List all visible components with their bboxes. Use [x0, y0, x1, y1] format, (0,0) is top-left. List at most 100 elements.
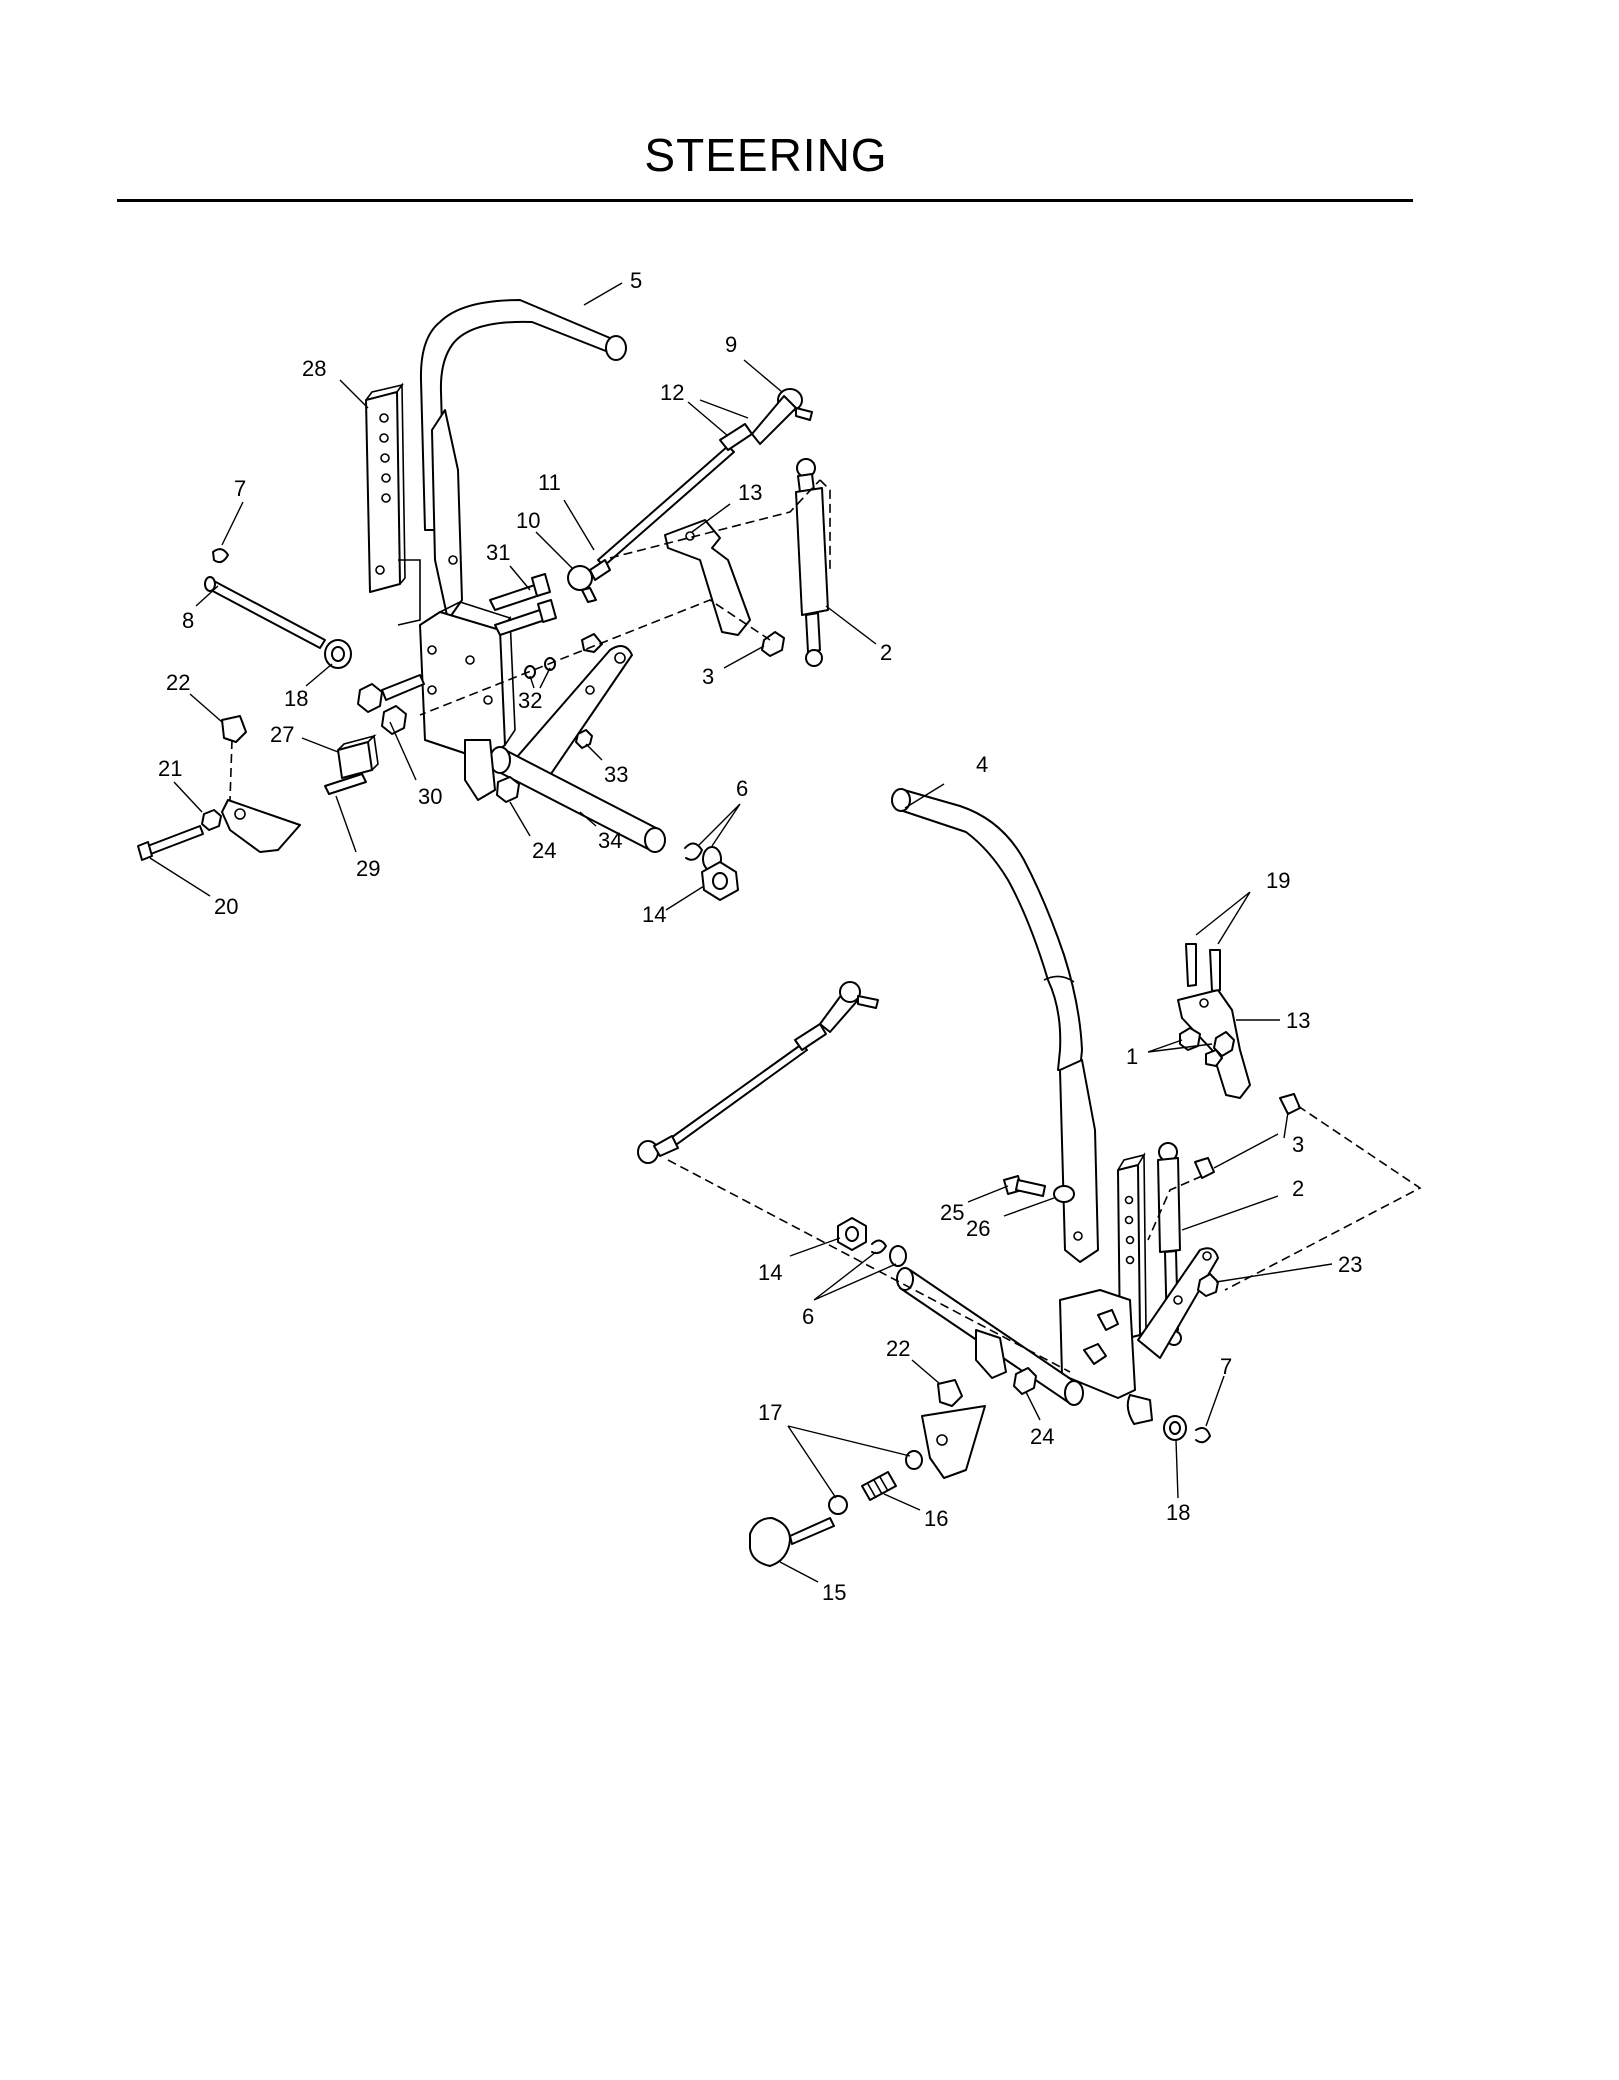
svg-text:2: 2 — [1292, 1176, 1304, 1201]
svg-text:28: 28 — [302, 356, 326, 381]
svg-text:6: 6 — [736, 776, 748, 801]
callout-14b: 14 — [758, 1237, 841, 1285]
callout-19: 19 — [1195, 868, 1290, 945]
bolts-19-lower — [1185, 943, 1197, 987]
svg-text:24: 24 — [1030, 1424, 1054, 1449]
callout-34: 34 — [579, 811, 622, 853]
svg-text:33: 33 — [604, 762, 628, 787]
svg-text:15: 15 — [822, 1580, 846, 1605]
callout-32: 32 — [518, 667, 551, 713]
callout-11: 11 — [538, 470, 595, 551]
washer-6b-lower — [889, 1245, 907, 1267]
svg-text:32: 32 — [518, 688, 542, 713]
washer-17a-lower — [905, 1450, 923, 1470]
svg-text:25: 25 — [940, 1200, 964, 1225]
rod-end-lower — [637, 1140, 659, 1164]
callout-1: 1 — [1126, 1039, 1213, 1069]
svg-text:14: 14 — [642, 902, 666, 927]
callout-6: 6 — [697, 776, 748, 847]
callout-25: 25 — [940, 1185, 1009, 1225]
svg-text:34: 34 — [598, 828, 622, 853]
svg-text:3: 3 — [702, 664, 714, 689]
svg-text:14: 14 — [758, 1260, 782, 1285]
svg-text:6: 6 — [802, 1304, 814, 1329]
callout-12: 12 — [660, 380, 749, 437]
bolts-upper — [489, 573, 557, 636]
callout-13: 13 — [691, 480, 762, 533]
rod-end-10-upper — [567, 565, 593, 591]
callout-4: 4 — [904, 752, 988, 809]
callout-30: 30 — [389, 721, 442, 809]
bracket-13-upper — [664, 519, 751, 636]
callout-3b: 3 — [1213, 1111, 1304, 1169]
callout-7b: 7 — [1205, 1354, 1232, 1427]
plate-29-upper — [324, 773, 367, 795]
switch-27-upper — [337, 741, 373, 779]
steering-handle-lower — [894, 789, 1083, 1071]
bolt-20-upper — [144, 825, 204, 856]
callout-16: 16 — [883, 1493, 948, 1531]
callout-26: 26 — [966, 1197, 1055, 1241]
page-title: STEERING — [644, 129, 888, 181]
nut-23-lower — [1197, 1273, 1219, 1297]
callout-20: 20 — [149, 857, 238, 919]
callout-3: 3 — [702, 645, 765, 689]
pivot-arm-upper — [509, 645, 633, 791]
title-rule — [117, 199, 1413, 202]
handle-bracket-lower — [1059, 1059, 1099, 1263]
svg-text:22: 22 — [886, 1336, 910, 1361]
callout-2: 2 — [825, 605, 892, 665]
callout-24b: 24 — [1025, 1391, 1054, 1449]
svg-text:8: 8 — [182, 608, 194, 633]
callout-28: 28 — [302, 356, 369, 409]
callout-31: 31 — [486, 540, 531, 591]
knob-15-lower — [749, 1517, 791, 1567]
detent-plate-lower — [921, 1405, 986, 1479]
callout-10: 10 — [516, 508, 573, 569]
shaft-bracket-lower — [975, 1329, 1007, 1379]
svg-text:10: 10 — [516, 508, 540, 533]
callout-29: 29 — [335, 795, 380, 881]
callout-2b: 2 — [1181, 1176, 1304, 1231]
shaft-upper — [494, 749, 661, 851]
handle-bracket-upper — [431, 409, 463, 621]
callout-33: 33 — [585, 743, 628, 787]
svg-text:24: 24 — [532, 838, 556, 863]
callout-24: 24 — [509, 801, 556, 863]
svg-text:3: 3 — [1292, 1132, 1304, 1157]
ball-stud-3-lower — [1279, 1093, 1301, 1115]
svg-text:16: 16 — [924, 1506, 948, 1531]
svg-text:26: 26 — [966, 1216, 990, 1241]
nut-30b-upper — [381, 705, 407, 735]
handle-end-lower — [891, 788, 911, 812]
callout-17: 17 — [758, 1400, 911, 1499]
callout-6b: 6 — [802, 1251, 897, 1329]
svg-text:18: 18 — [1166, 1500, 1190, 1525]
pin-upper — [206, 579, 326, 649]
svg-text:31: 31 — [486, 540, 510, 565]
callout-21: 21 — [158, 756, 203, 813]
callout-27: 27 — [270, 722, 339, 753]
svg-text:21: 21 — [158, 756, 182, 781]
callout-8: 8 — [182, 585, 219, 633]
svg-text:5: 5 — [630, 268, 642, 293]
shaft-bracket-upper — [464, 739, 496, 801]
callout-22b: 22 — [886, 1336, 941, 1385]
svg-text:29: 29 — [356, 856, 380, 881]
gas-spring-upper — [795, 458, 829, 667]
callout-9: 9 — [725, 332, 783, 393]
callout-7: 7 — [221, 476, 246, 546]
callout-13b: 13 — [1236, 1008, 1310, 1033]
handle-end-upper — [605, 335, 627, 361]
nut-21-upper — [201, 809, 222, 831]
callout-14: 14 — [642, 885, 705, 927]
callout-18: 18 — [284, 663, 333, 711]
callout-15: 15 — [779, 1561, 846, 1605]
nut-24-lower — [1013, 1367, 1037, 1395]
nut-30-upper — [357, 683, 383, 713]
callout-18b: 18 — [1166, 1439, 1190, 1525]
svg-text:12: 12 — [660, 380, 684, 405]
svg-text:19: 19 — [1266, 868, 1290, 893]
svg-text:22: 22 — [166, 670, 190, 695]
